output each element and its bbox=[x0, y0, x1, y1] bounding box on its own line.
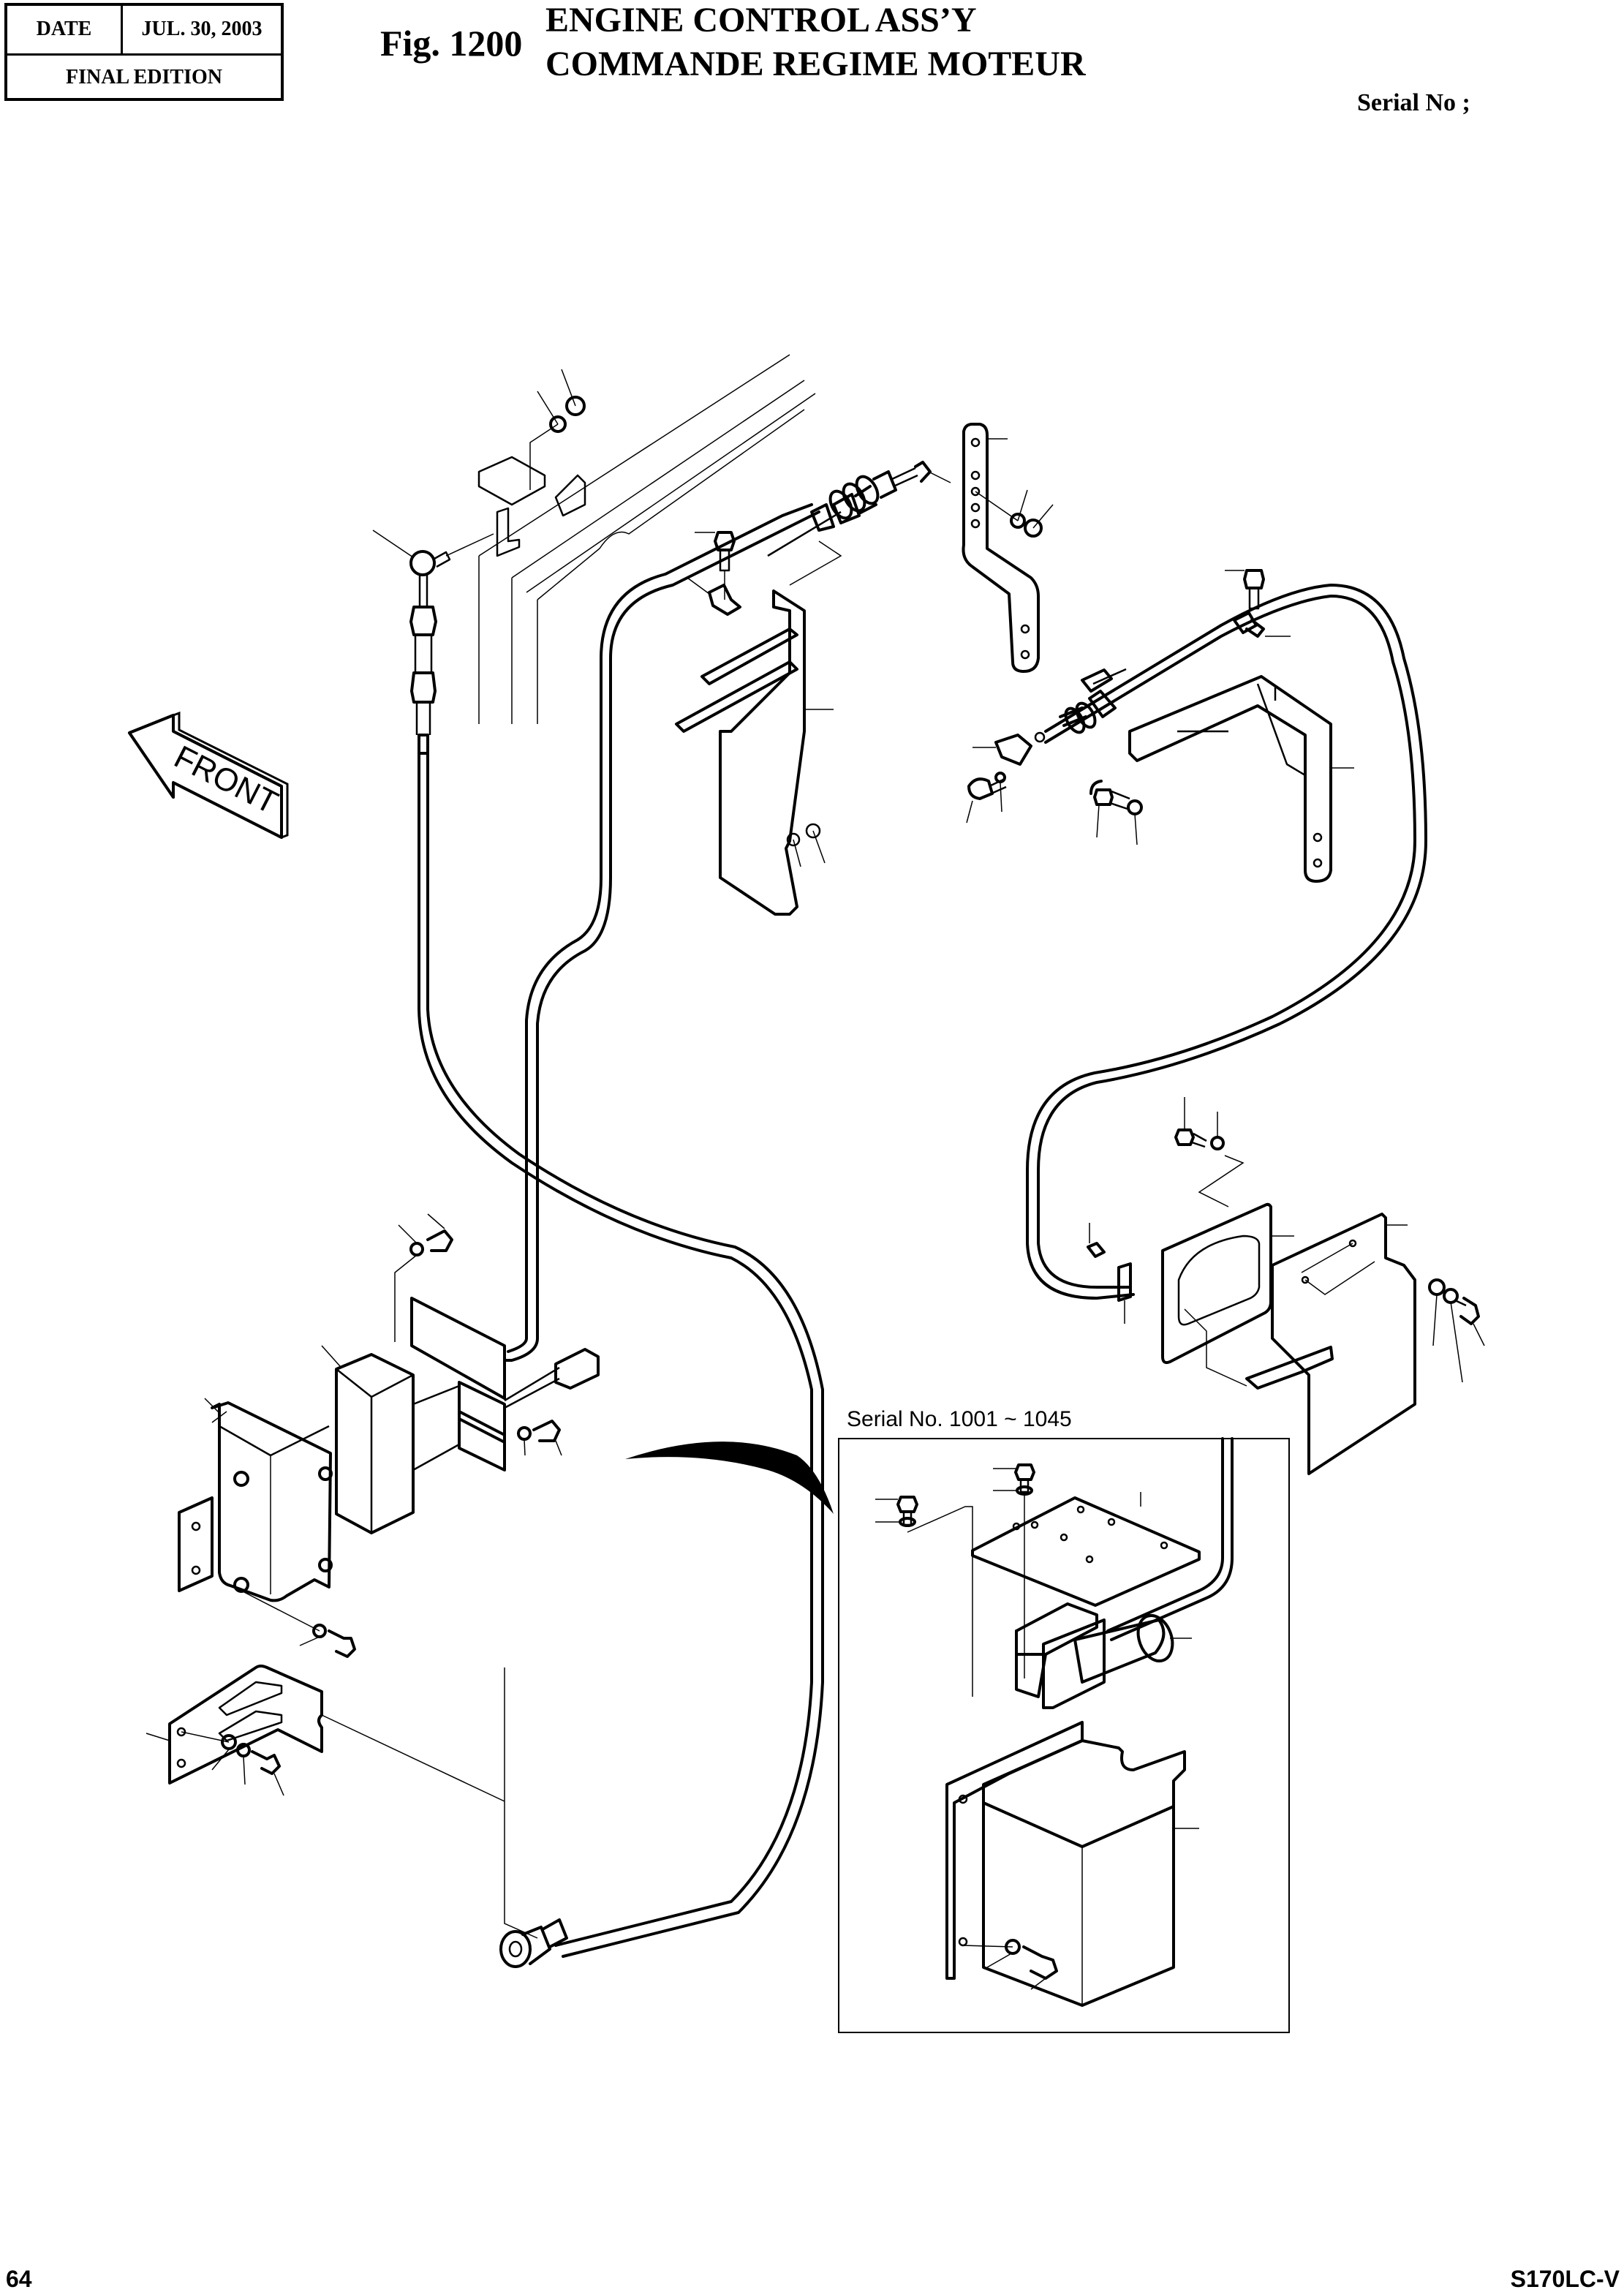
cable-knob bbox=[321, 1667, 568, 1968]
cable-adjuster-assembly bbox=[767, 461, 951, 586]
page-title-french: COMMANDE REGIME MOTEUR bbox=[545, 45, 1086, 83]
figure-number: Fig. 1200 bbox=[380, 23, 523, 64]
edition-label: FINAL EDITION bbox=[66, 66, 222, 88]
date-row: DATE JUL. 30, 2003 bbox=[7, 6, 281, 56]
model-code: S170LC-V bbox=[1510, 2266, 1620, 2292]
inset-detail-box bbox=[838, 1437, 1290, 2033]
cable-support-bracket bbox=[675, 589, 834, 916]
governor-lever bbox=[962, 423, 1054, 673]
lever-bracket-right bbox=[1128, 675, 1354, 883]
page-number: 64 bbox=[6, 2266, 32, 2292]
date-value: JUL. 30, 2003 bbox=[141, 18, 263, 40]
date-label: DATE bbox=[7, 6, 123, 53]
front-direction-arrow: FRONT bbox=[128, 711, 289, 839]
cable-end-fitting bbox=[966, 668, 1143, 845]
page-title-english: ENGINE CONTROL ASS’Y bbox=[545, 1, 977, 39]
inset-serial-range-label: Serial No. 1001 ~ 1045 bbox=[847, 1407, 1072, 1431]
serial-number-label: Serial No ; bbox=[1357, 89, 1470, 116]
clamp-bolt bbox=[687, 531, 741, 616]
cover-bracket-right bbox=[1184, 1213, 1485, 1475]
nut-washer-top bbox=[529, 369, 586, 490]
cable-loop-right bbox=[1026, 569, 1427, 1300]
cable-knob-bracket bbox=[146, 1665, 323, 1796]
cover-plate-right bbox=[1087, 1097, 1294, 1365]
throttle-cable-upper-left bbox=[372, 530, 824, 1958]
date-box: DATE JUL. 30, 2003 FINAL EDITION bbox=[4, 3, 284, 101]
control-unit-assembly bbox=[178, 1213, 600, 1658]
machine-frame bbox=[477, 354, 816, 724]
throttle-cable-main bbox=[503, 503, 820, 1362]
detail-callout-arrow bbox=[625, 1442, 834, 1514]
